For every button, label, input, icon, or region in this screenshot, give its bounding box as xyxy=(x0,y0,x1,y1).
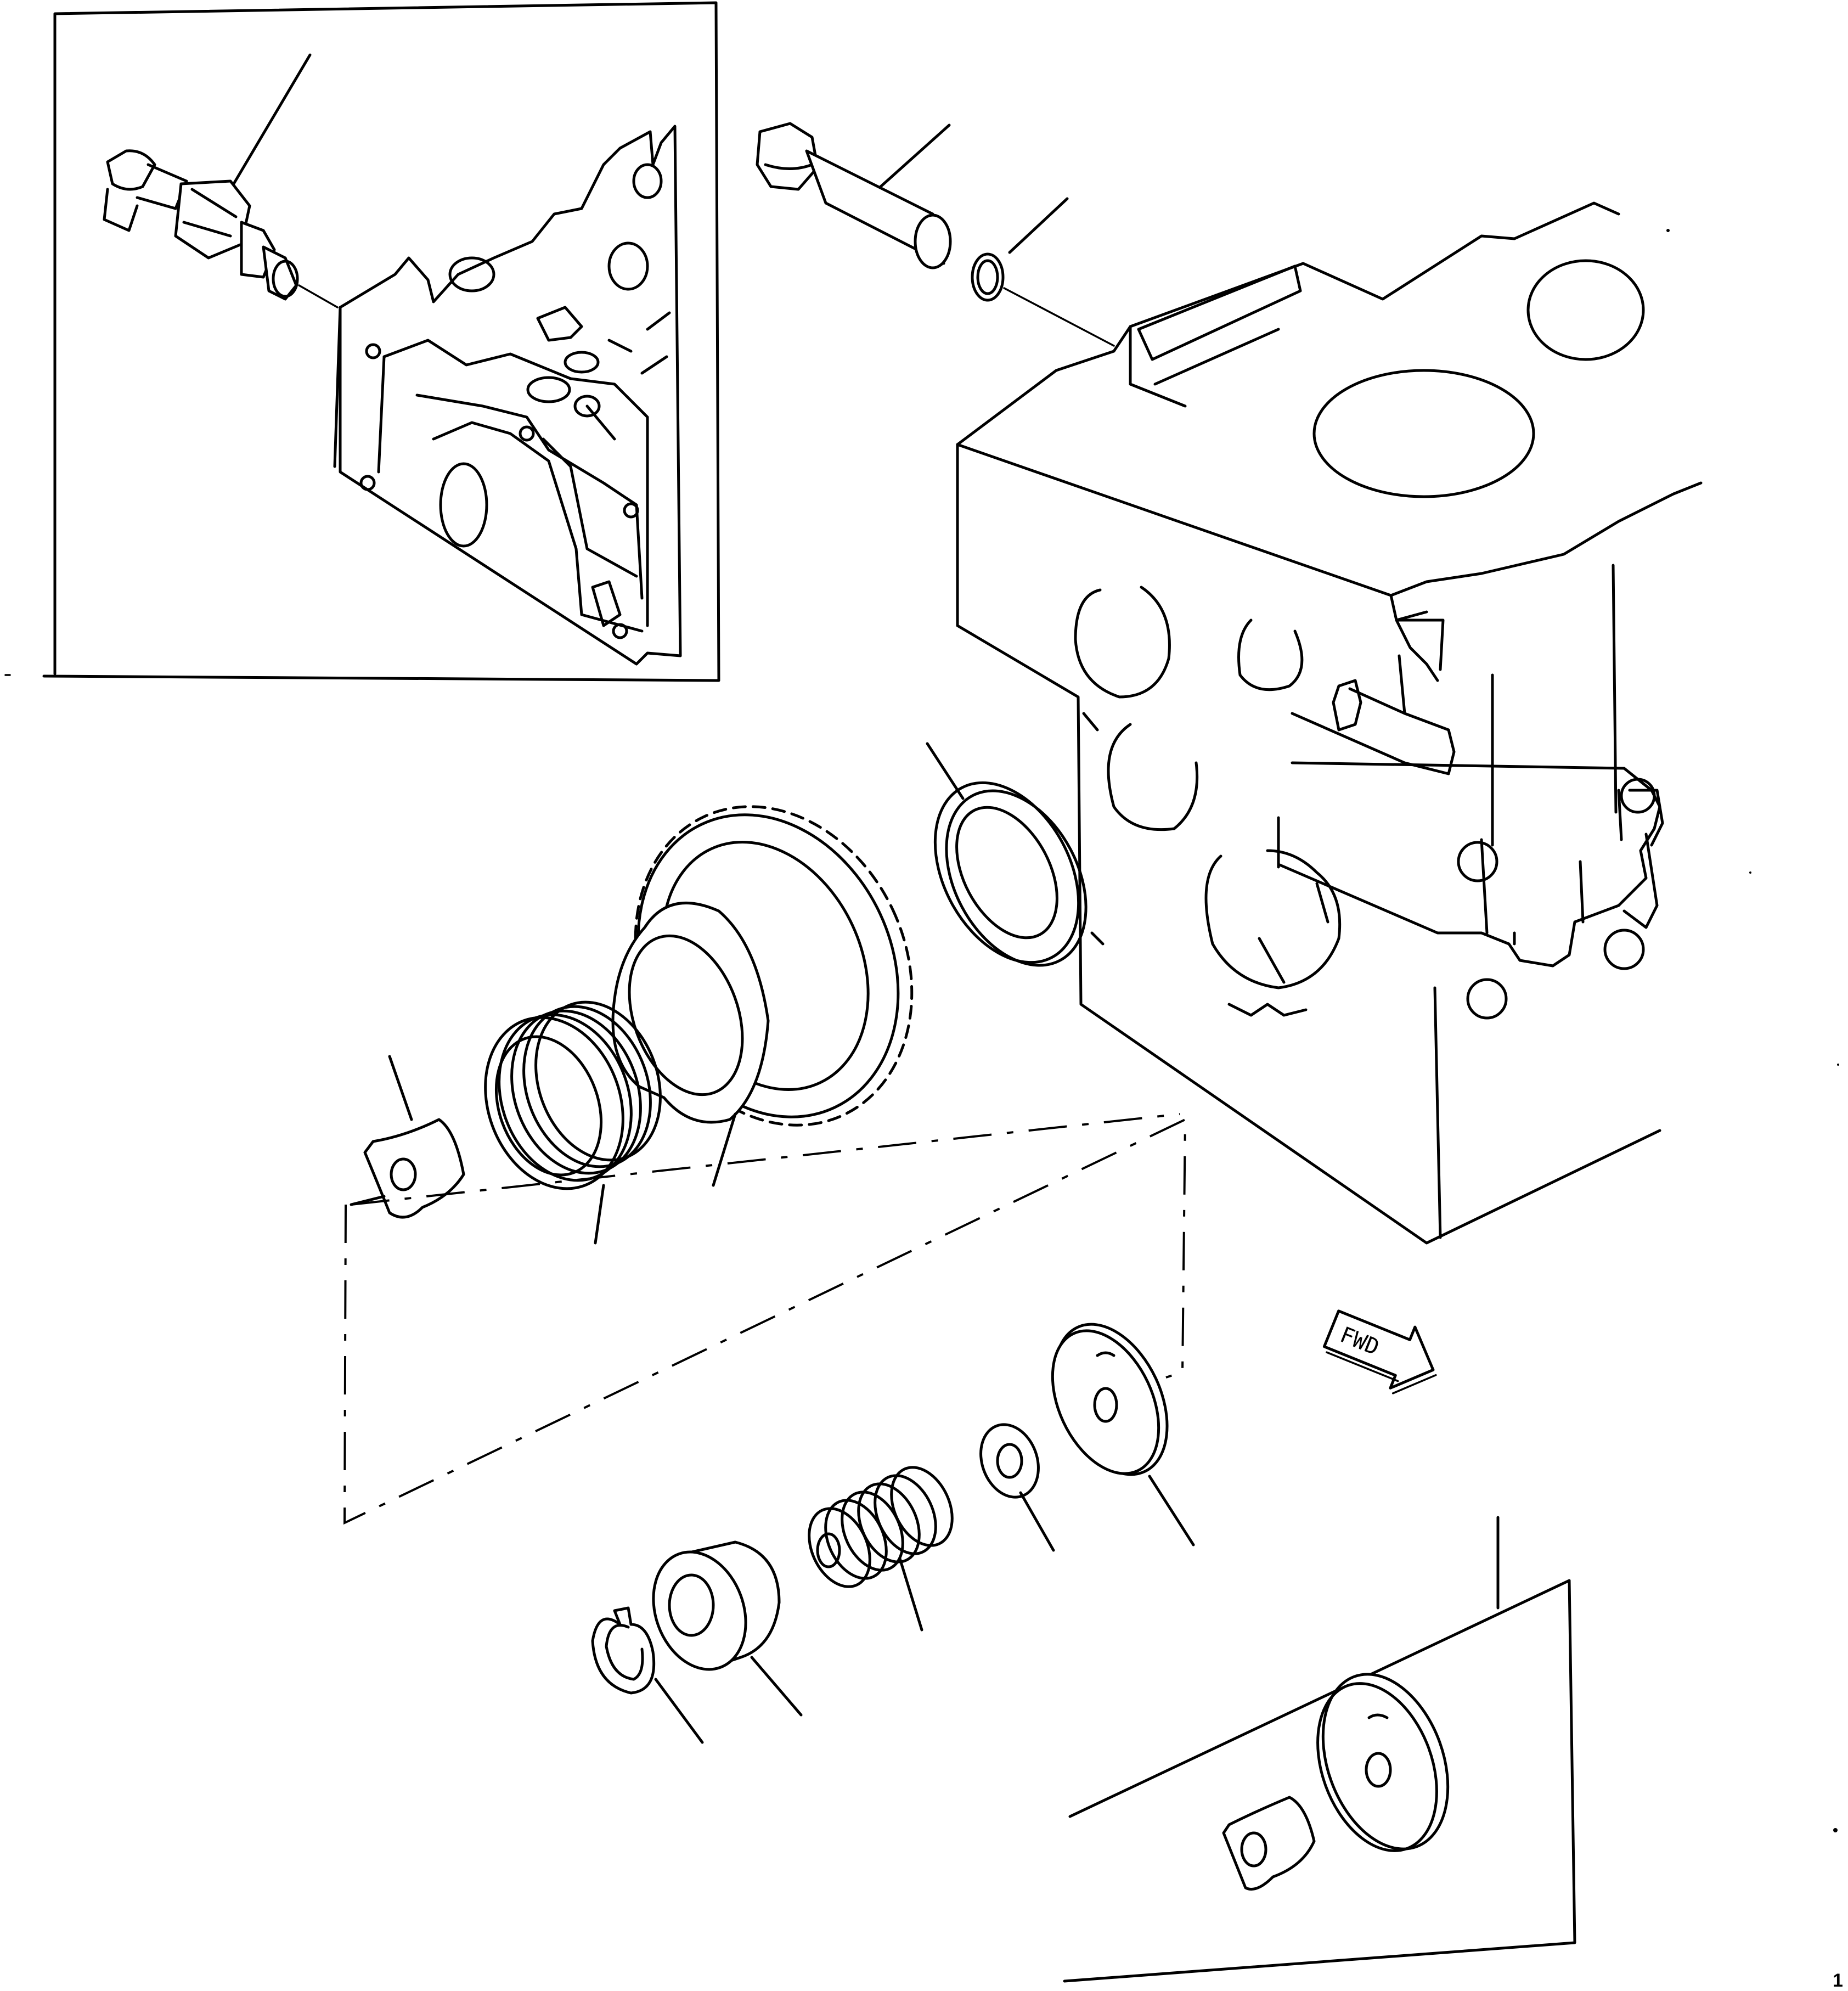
relief-spring[interactable] xyxy=(797,1458,964,1632)
inset-frame-top xyxy=(42,1,720,682)
engine-cylinder-block xyxy=(956,201,1703,1245)
hollow-bolt[interactable] xyxy=(756,122,952,269)
sealing-washer[interactable] xyxy=(971,197,1115,347)
alternative-cap-set xyxy=(1063,1516,1576,1983)
relief-cap[interactable] xyxy=(1032,1307,1195,1546)
oil-pressure-sender[interactable] xyxy=(103,53,339,308)
fwd-direction-arrow: FWD xyxy=(1322,1309,1437,1394)
idler-gear[interactable] xyxy=(585,761,963,1187)
timing-cover-housing xyxy=(333,125,682,666)
snap-ring[interactable] xyxy=(591,1606,704,1744)
subassembly-dash-outline xyxy=(343,1113,1187,1525)
margin-marks xyxy=(4,229,1839,1832)
page-number: 1 xyxy=(1833,1970,1843,1991)
oil-seal-ring[interactable] xyxy=(906,742,1114,989)
washer[interactable] xyxy=(971,1416,1055,1552)
spring[interactable] xyxy=(463,985,682,1245)
spring-seat[interactable] xyxy=(638,1539,803,1717)
